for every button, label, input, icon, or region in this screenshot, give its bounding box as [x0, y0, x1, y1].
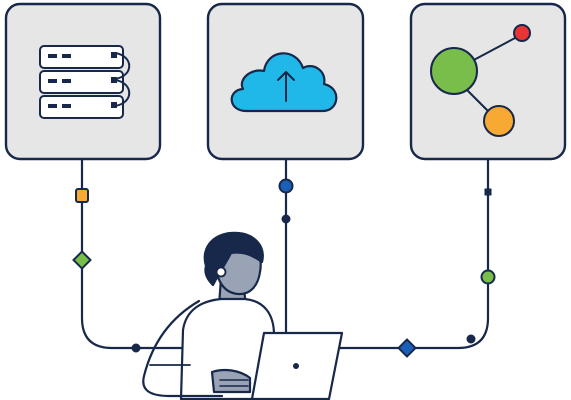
orange-node [483, 105, 515, 137]
server-stack-icon [39, 45, 131, 119]
red-node [513, 24, 531, 42]
connector-markers [72, 178, 496, 358]
blue-diamond-marker [397, 338, 417, 358]
main-node [430, 47, 478, 95]
small-square-marker [484, 188, 492, 196]
laptop-logo [293, 363, 299, 369]
connector-right [340, 158, 490, 350]
hand [210, 368, 252, 394]
orange-square-marker [75, 188, 89, 203]
blue-circle-marker [278, 178, 294, 194]
person-with-laptop-icon [142, 231, 344, 400]
cloud-upload-icon [230, 52, 338, 113]
green-diamond-marker [72, 250, 92, 270]
dot-marker-middle [281, 214, 291, 224]
connector-left [80, 158, 260, 350]
torso [179, 297, 276, 400]
finger-lines [219, 379, 249, 387]
network-card [409, 2, 567, 161]
headset-icon [215, 266, 227, 278]
dot-marker-right [466, 334, 476, 344]
left-arm [142, 299, 224, 398]
dot-marker-left [131, 343, 141, 353]
green-circle-marker [480, 269, 496, 285]
network-nodes-icon [430, 24, 531, 137]
server-card [4, 2, 162, 161]
cloud-card [206, 2, 365, 161]
